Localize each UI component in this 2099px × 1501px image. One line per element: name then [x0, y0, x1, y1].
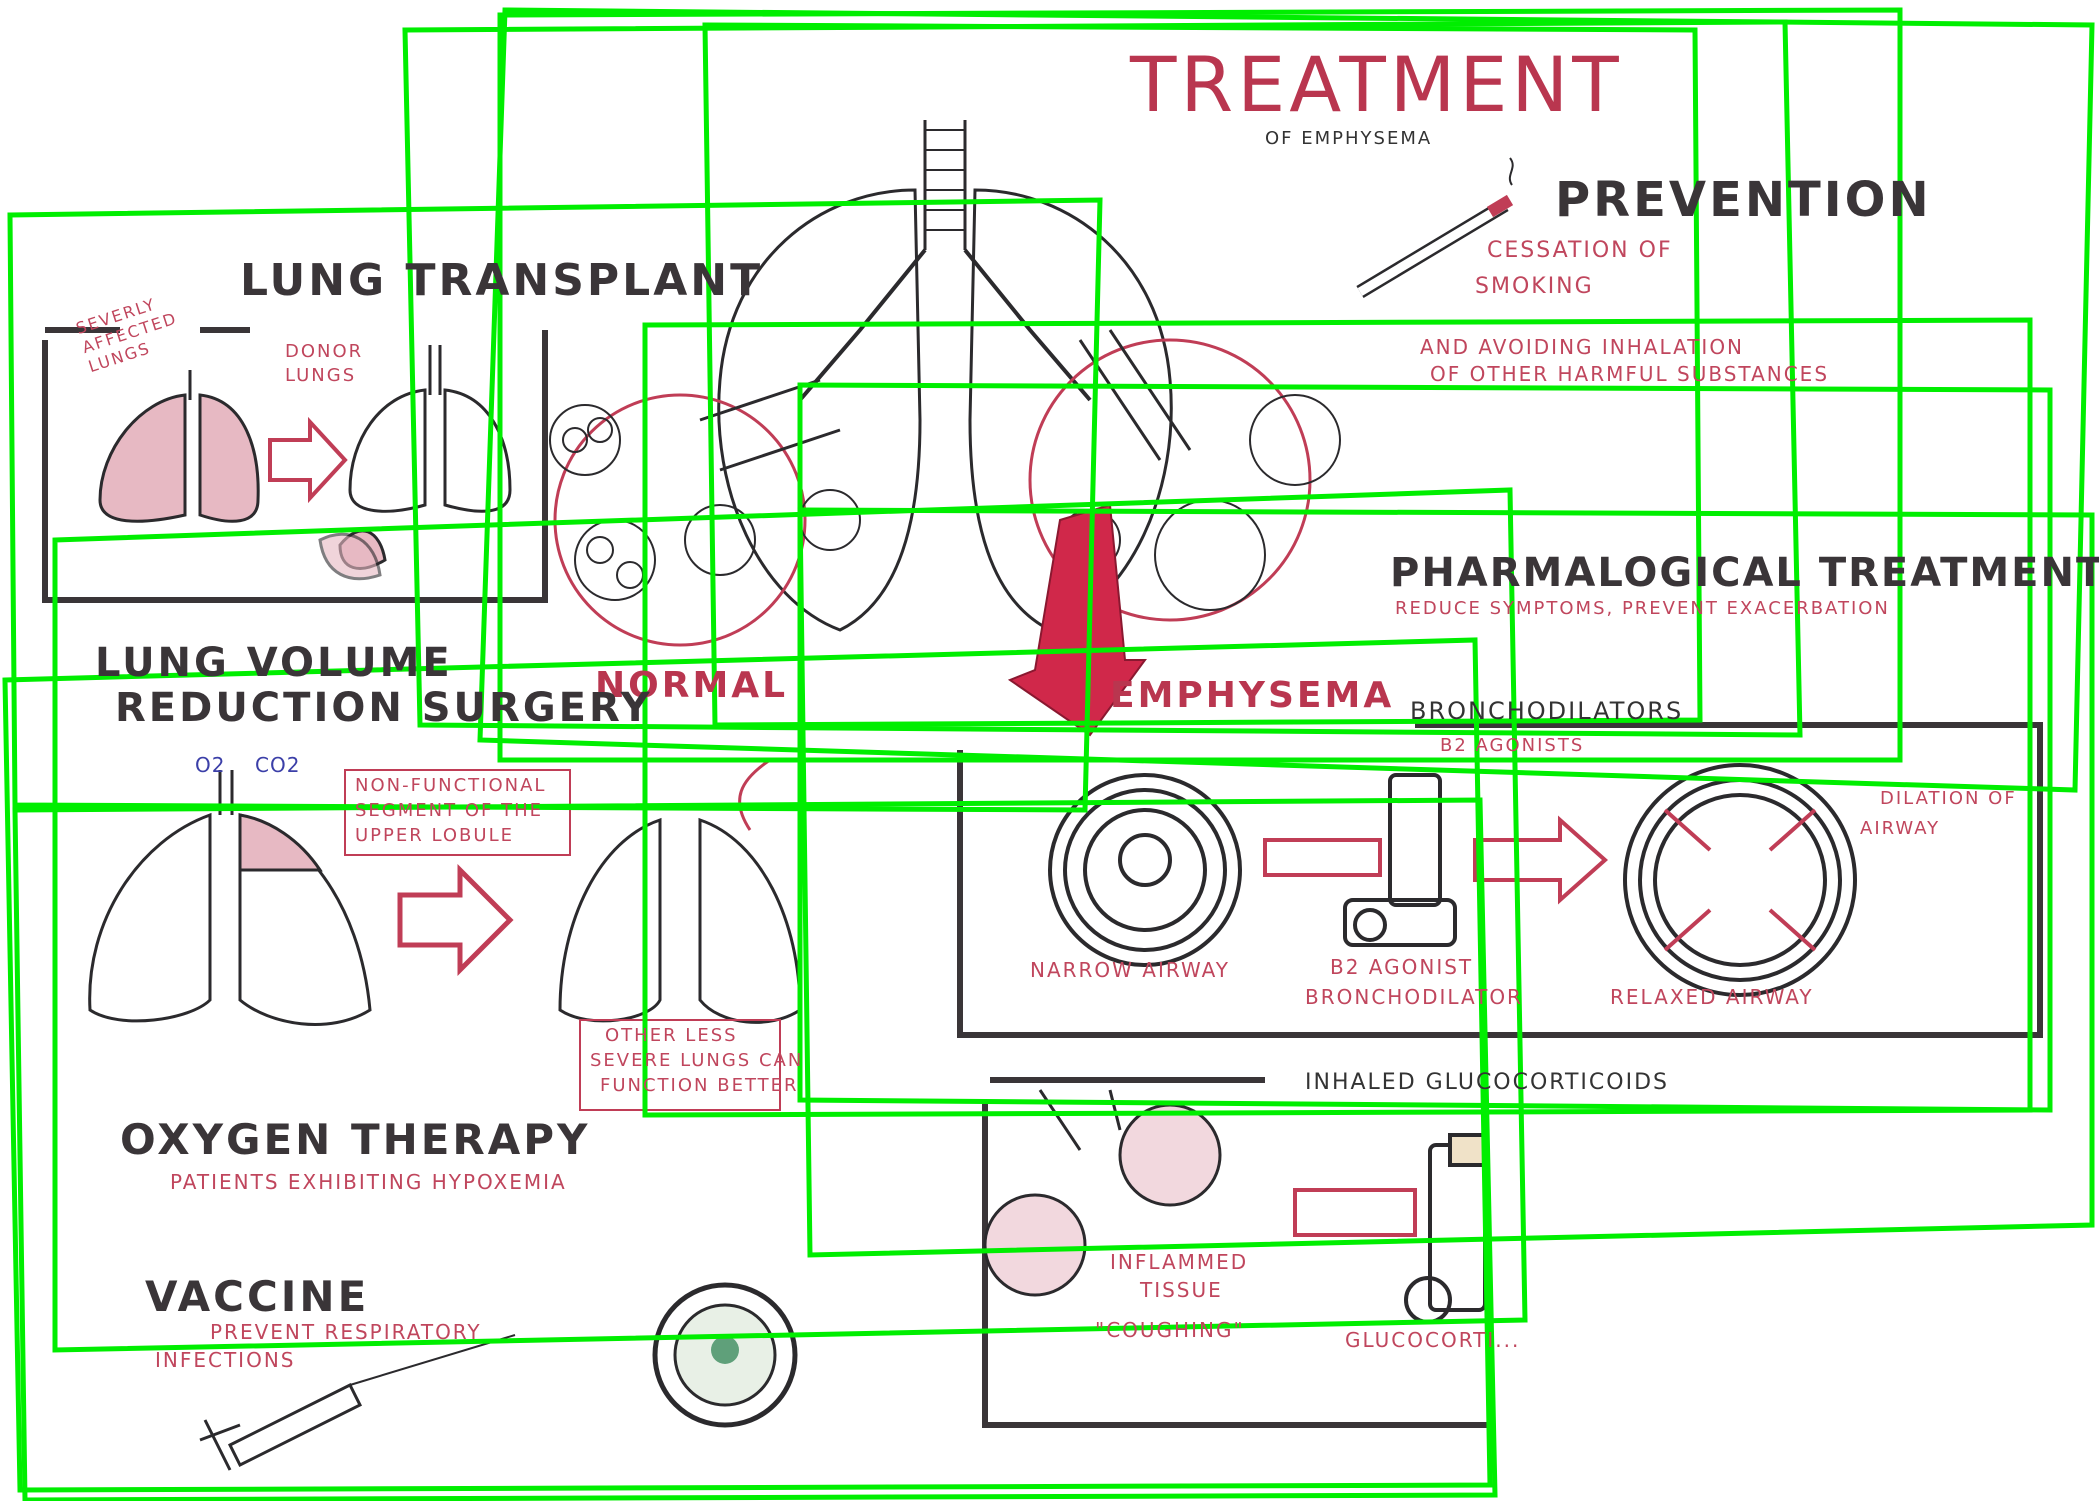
relaxed-airway-icon: [1623, 763, 1857, 997]
page-subtitle: OF EMPHYSEMA: [1265, 128, 1433, 149]
vaccine-line2: INFECTIONS: [155, 1348, 296, 1372]
lvrs-other-box: [579, 1019, 781, 1111]
inhaled-gluco-heading: INHALED GLUCOCORTICOIDS: [1305, 1070, 1669, 1095]
lvrs-co2-label: CO2: [255, 753, 301, 777]
transplant-donor-label: DONOR LUNGS: [285, 341, 364, 386]
dilation-label-2: AIRWAY: [1860, 818, 1941, 839]
oxygen-subtitle: PATIENTS EXHIBITING HYPOXEMIA: [170, 1170, 567, 1194]
stitch-boxes: [2, 7, 2095, 1501]
lvrs-other-1: OTHER LESS: [605, 1025, 738, 1046]
lvrs-title-line1: LUNG VOLUME: [95, 640, 453, 686]
lvrs-other-3: FUNCTION BETTER: [600, 1075, 799, 1096]
agonist-label-2: BRONCHODILATOR: [1305, 985, 1523, 1009]
normal-label: NORMAL: [595, 665, 789, 706]
emphysema-zoom-circle: [1028, 338, 1312, 622]
gluco-arrow: [1293, 1188, 1417, 1237]
bronchodilator-arrow-2: [1473, 815, 1609, 905]
gluco-inhaler-icon: [1404, 1133, 1487, 1324]
lvrs-nonfunctional-1: NON-FUNCTIONAL: [355, 775, 547, 796]
inflamed-label-1: INFLAMMED: [1110, 1250, 1249, 1274]
gluco-label: GLUCOCORTI...: [1345, 1328, 1521, 1352]
prevention-title: PREVENTION: [1555, 172, 1932, 228]
inhaler-icon: [1343, 773, 1457, 947]
pharma-frame: [957, 722, 2043, 1038]
vaccine-cell-icon: [652, 1282, 798, 1428]
transplant-donor-lungs: [318, 345, 512, 581]
lvrs-other-2: SEVERE LUNGS CAN: [590, 1050, 804, 1071]
transplant-arrow: [268, 416, 348, 504]
b2-agonists-label: B2 AGONISTS: [1440, 735, 1585, 756]
prevention-line1: CESSATION OF: [1487, 238, 1673, 263]
lvrs-lungs-after: [558, 758, 802, 1024]
coughing-label: "COUGHING": [1095, 1318, 1245, 1342]
agonist-label-1: B2 AGONIST: [1330, 955, 1474, 979]
prevention-line3: AND AVOIDING INHALATION: [1420, 335, 1745, 359]
bronchodilator-arrow-1: [1263, 838, 1382, 877]
lvrs-nonfunctional-box: [344, 769, 571, 856]
vaccine-line1: PREVENT RESPIRATORY: [210, 1320, 482, 1344]
emphysema-label: EMPHYSEMA: [1110, 675, 1395, 716]
inflamed-tissue-icon: [983, 1089, 1222, 1297]
lvrs-nonfunctional-3: UPPER LOBULE: [355, 825, 514, 846]
transplant-title: LUNG TRANSPLANT: [240, 255, 764, 306]
normal-zoom-circle: [553, 393, 807, 647]
vaccine-title: VACCINE: [145, 1272, 370, 1321]
gluco-frame: [982, 1077, 1495, 1428]
dilation-label-1: DILATION OF: [1880, 788, 2017, 809]
lvrs-o2-label: O2: [195, 753, 226, 777]
narrow-airway-label: NARROW AIRWAY: [1030, 958, 1231, 982]
inflamed-label-2: TISSUE: [1140, 1278, 1223, 1302]
relaxed-airway-label: RELAXED AIRWAY: [1610, 985, 1814, 1009]
narrow-airway-icon: [1048, 773, 1242, 967]
page-title: TREATMENT: [1130, 40, 1623, 129]
prevention-line2: SMOKING: [1475, 274, 1594, 299]
emphysema-pointer-arrow: [1007, 503, 1147, 737]
lvrs-lungs-before: [88, 770, 372, 1026]
normal-alveoli: [549, 378, 861, 601]
lvrs-nonfunctional-2: SEGMENT OF THE: [355, 800, 543, 821]
pharma-title: PHARMALOGICAL TREATMENT: [1390, 550, 2099, 596]
cigarette-icon: [1356, 157, 1514, 299]
oxygen-title: OXYGEN THERAPY: [120, 1115, 591, 1164]
lvrs-title-line2: REDUCTION SURGERY: [115, 685, 653, 731]
pharma-subtitle: REDUCE SYMPTOMS, PREVENT EXACERBATION: [1395, 598, 1890, 619]
lvrs-arrow: [397, 863, 514, 977]
bronchodilators-heading: BRONCHODILATORS: [1410, 697, 1684, 725]
transplant-diseased-lungs: [98, 370, 260, 523]
transplant-frame: [42, 327, 548, 603]
prevention-line4: OF OTHER HARMFUL SUBSTANCES: [1430, 362, 1830, 386]
